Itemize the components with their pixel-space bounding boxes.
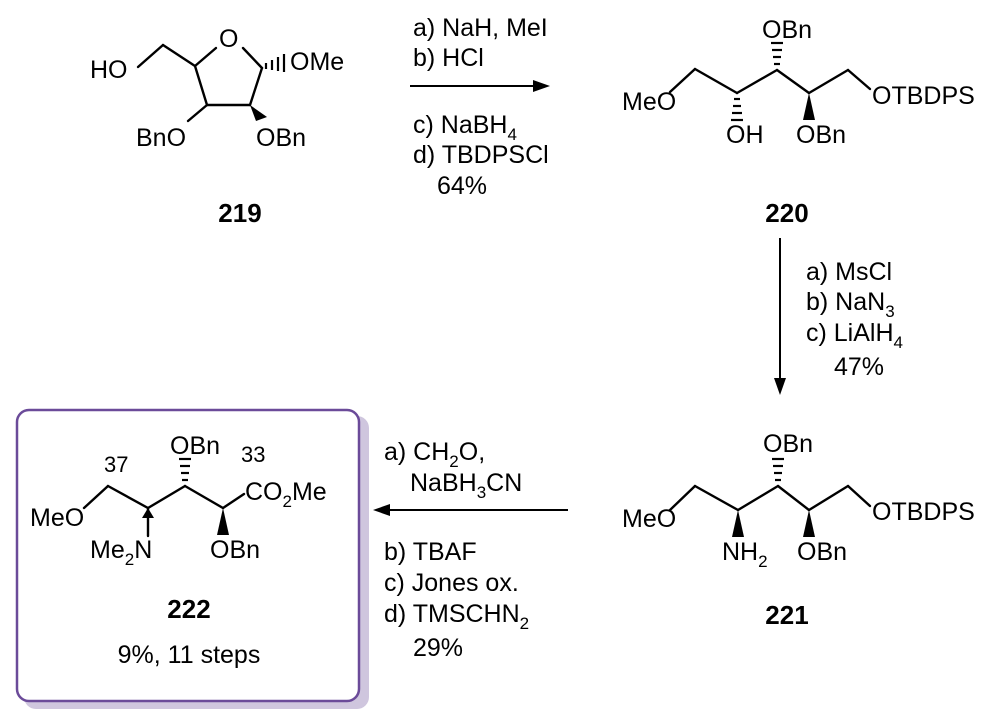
- atom-otbdps: OTBDPS: [872, 82, 975, 110]
- condition-text: d) TBDPSCl: [413, 141, 549, 169]
- hashed-bond: [772, 457, 784, 482]
- condition-subscript: 4: [894, 333, 903, 352]
- svg-text:NaBH3CN: NaBH3CN: [410, 469, 522, 502]
- yield-text: 64%: [437, 172, 487, 200]
- condition-subscript: 2: [520, 614, 529, 633]
- condition-text: NaBH: [410, 469, 477, 497]
- wedge-bond: [250, 105, 267, 121]
- atom-co2me-methyl: Me: [292, 478, 327, 506]
- svg-text:CO2Me: CO2Me: [245, 478, 327, 511]
- condition-text: b) TBAF: [384, 538, 477, 566]
- atom-obn-top: OBn: [762, 16, 812, 44]
- atom-nme2: Me: [90, 536, 125, 564]
- atom-otbdps: OTBDPS: [872, 498, 975, 526]
- atom-ome: OMe: [290, 48, 344, 76]
- atom-oh: OH: [726, 121, 764, 149]
- compound-221-bonds: [668, 484, 872, 512]
- atom-obn-top: OBn: [763, 430, 813, 458]
- wedge-bond: [732, 510, 744, 537]
- condition-subscript: 3: [477, 483, 486, 502]
- yield-text: 29%: [413, 634, 463, 662]
- condition-text: a) MsCl: [806, 258, 892, 286]
- compound-220: MeO OBn OH OBn OTBDPS 220: [622, 16, 975, 228]
- atom-nme2-nitrogen: N: [134, 536, 152, 564]
- condition-text: CN: [486, 469, 522, 497]
- svg-text:c) LiAlH4: c) LiAlH4: [806, 319, 903, 352]
- atom-obn-bottom: OBn: [797, 538, 847, 566]
- atom-co2me-subscript: 2: [283, 492, 292, 511]
- atom-meo: MeO: [30, 504, 84, 532]
- compound-label: 221: [765, 600, 808, 630]
- reaction-arrow-1: [410, 80, 550, 92]
- wedge-bond: [142, 508, 154, 518]
- condition-text: b) HCl: [413, 44, 484, 72]
- condition-subscript: 3: [885, 302, 894, 321]
- atom-nh2: NH: [722, 538, 758, 566]
- atom-nme2-subscript: 2: [125, 550, 134, 569]
- svg-text:Me2N: Me2N: [90, 536, 152, 569]
- condition-text: c) LiAlH: [806, 319, 894, 347]
- condition-text: a) NaH, MeI: [413, 14, 548, 42]
- compound-222-bonds: [82, 484, 246, 538]
- condition-subscript: 4: [507, 125, 516, 144]
- compound-222: 37 33 MeO OBn Me2N OBn CO2Me 222 9%, 11 …: [15, 408, 369, 709]
- compound-label: 222: [167, 594, 210, 624]
- svg-text:NH2: NH2: [722, 538, 768, 571]
- atom-nh2-subscript: 2: [758, 552, 767, 571]
- step-2-conditions: a) MsCl b) NaN3 c) LiAlH4 47%: [806, 258, 903, 381]
- compound-219: HO O OMe BnO OBn 219: [90, 25, 344, 228]
- condition-text: a) CH: [384, 438, 449, 466]
- overall-yield: 9%, 11 steps: [118, 641, 261, 669]
- condition-text: O,: [459, 438, 485, 466]
- svg-text:d) TMSCHN2: d) TMSCHN2: [384, 600, 529, 633]
- step-3-conditions: a) CH2O, NaBH3CN b) TBAF c) Jones ox. d)…: [384, 438, 529, 662]
- svg-text:a) CH2O,: a) CH2O,: [384, 438, 485, 471]
- reaction-arrow-2: [774, 238, 786, 395]
- atom-co2me: CO: [245, 478, 283, 506]
- highlight-box: [15, 408, 361, 703]
- condition-subscript: 2: [449, 452, 458, 471]
- atom-obn-right: OBn: [256, 124, 306, 152]
- condition-text: b) NaN: [806, 288, 885, 316]
- compound-label: 220: [765, 198, 808, 228]
- atom-obn-left: BnO: [136, 124, 186, 152]
- compound-220-bonds: [668, 67, 872, 95]
- wedge-bond: [803, 93, 815, 120]
- atom-obn-bottom: OBn: [210, 536, 260, 564]
- atom-obn-top: OBn: [170, 432, 220, 460]
- compound-221: MeO OBn NH2 OBn OTBDPS 221: [622, 430, 975, 630]
- reaction-arrow-3: [373, 504, 568, 516]
- hashed-bond: [179, 457, 191, 482]
- hashed-bond: [264, 54, 286, 72]
- position-label: 33: [241, 442, 265, 467]
- svg-text:c) NaBH4: c) NaBH4: [413, 111, 517, 144]
- compound-219-bonds: [136, 43, 264, 123]
- condition-text: c) NaBH: [413, 111, 507, 139]
- condition-text: c) Jones ox.: [384, 569, 519, 597]
- atom-obn-bottom: OBn: [796, 121, 846, 149]
- wedge-bond: [217, 508, 229, 535]
- atom-meo: MeO: [622, 505, 676, 533]
- yield-text: 47%: [834, 353, 884, 381]
- wedge-bond: [803, 510, 815, 537]
- atom-ring-oxygen: O: [219, 25, 238, 53]
- hashed-bond: [771, 41, 783, 66]
- svg-text:b) NaN3: b) NaN3: [806, 288, 895, 321]
- atom-ho: HO: [90, 56, 128, 84]
- step-1-conditions: a) NaH, MeI b) HCl c) NaBH4 d) TBDPSCl 6…: [413, 14, 549, 200]
- hashed-bond: [731, 97, 743, 122]
- position-label: 37: [104, 452, 128, 477]
- atom-meo: MeO: [622, 88, 676, 116]
- condition-text: d) TMSCHN: [384, 600, 520, 628]
- compound-label: 219: [218, 198, 261, 228]
